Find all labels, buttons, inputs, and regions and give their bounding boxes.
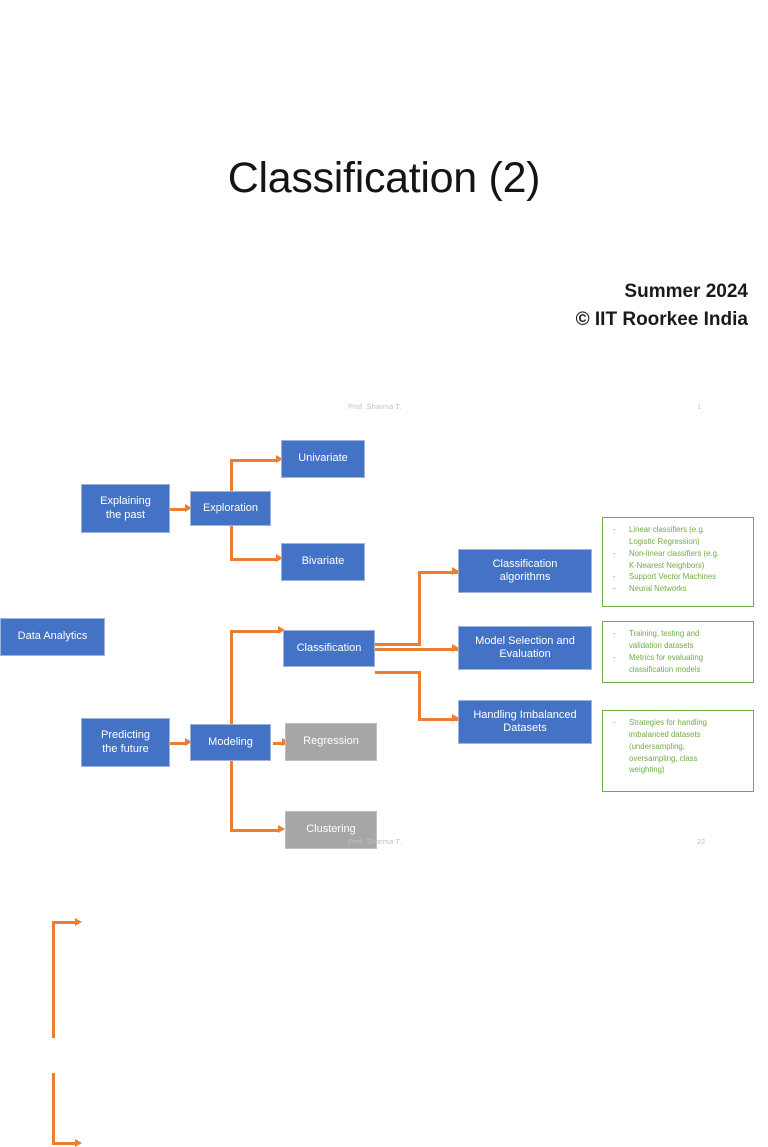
connector-classification-to-algorithms-horizontal [418, 571, 458, 574]
footer-page-number: 22 [697, 837, 706, 846]
connector-classification-to-imbalanced-horizontal [418, 718, 458, 721]
connector-analytics-to-predicting-vertical [52, 1073, 55, 1145]
connector-modeling-to-classification-vertical [230, 630, 233, 743]
arrowhead-bivariate [276, 554, 283, 562]
callout-model-selection: Training, testing and validation dataset… [602, 621, 754, 683]
node-clustering[interactable]: Clustering [285, 811, 377, 849]
callout-classification-algorithms: Linear classifiers (e.g. Logistic Regres… [602, 517, 754, 607]
arrowhead-explaining-past [75, 918, 82, 926]
arrowhead-univariate [276, 455, 283, 463]
arrowhead-model-selection [452, 644, 459, 652]
connector-classification-to-imbalanced-vertical [418, 671, 421, 721]
connector-classification-branch-bottom-stub [375, 671, 421, 674]
callout-item: Metrics for evaluating classification mo… [607, 652, 748, 676]
callout-model-selection-list: Training, testing and validation dataset… [607, 628, 748, 675]
callout-algorithms-list: Linear classifiers (e.g. Logistic Regres… [607, 524, 748, 595]
node-explaining-the-past[interactable]: Explaining the past [81, 484, 170, 533]
node-classification[interactable]: Classification [283, 630, 375, 667]
footer-author: Prof. Sharma T. [348, 837, 402, 846]
footer-author: Prof. Sharma T. [348, 402, 402, 411]
arrowhead-handling-imbalanced [452, 714, 459, 722]
node-bivariate[interactable]: Bivariate [281, 543, 365, 581]
title-slide-footer: Prof. Sharma T. 1 [0, 402, 768, 416]
arrowhead-classification [278, 626, 285, 634]
term-label: Summer 2024 [624, 281, 748, 302]
callout-imbalanced-list: Strategies for handling imbalanced datas… [607, 717, 748, 776]
analytics-flow-diagram: Data Analytics Explaining the past Explo… [0, 418, 768, 1147]
callout-item: Support Vector Machines [607, 571, 748, 583]
node-predicting-the-future[interactable]: Predicting the future [81, 718, 170, 767]
connector-classification-to-algorithms-vertical [418, 571, 421, 646]
connector-exploration-to-univariate-horizontal [230, 459, 278, 462]
arrowhead-exploration [185, 504, 192, 512]
connector-classification-to-model-selection [375, 648, 459, 651]
node-regression[interactable]: Regression [285, 723, 377, 761]
node-handling-imbalanced-datasets[interactable]: Handling Imbalanced Datasets [458, 700, 592, 744]
connector-analytics-to-predicting-horizontal [52, 1142, 76, 1145]
callout-item: Strategies for handling imbalanced datas… [607, 717, 748, 776]
connector-modeling-to-clustering-horizontal [230, 829, 280, 832]
title-slide: Classification (2) Summer 2024 © IIT Roo… [0, 0, 768, 418]
diagram-slide-footer: Prof. Sharma T. 22 [0, 837, 768, 851]
arrowhead-modeling [185, 738, 192, 746]
connector-modeling-to-classification-horizontal [230, 630, 280, 633]
node-data-analytics[interactable]: Data Analytics [0, 618, 105, 656]
connector-predicting-to-modeling [170, 742, 186, 745]
callout-item: Linear classifiers (e.g. Logistic Regres… [607, 524, 748, 548]
diagram-slide: Data Analytics Explaining the past Explo… [0, 418, 768, 1147]
callout-item: Neural Networks [607, 583, 748, 595]
footer-page-number: 1 [697, 402, 702, 411]
connector-analytics-to-explaining-horizontal [52, 921, 76, 924]
connector-exploration-to-bivariate-horizontal [230, 558, 278, 561]
connector-modeling-to-clustering-vertical [230, 742, 233, 832]
connector-analytics-to-explaining-vertical [52, 921, 55, 1038]
copyright-label: © IIT Roorkee India [575, 308, 748, 330]
arrowhead-classification-algorithms [452, 567, 459, 575]
node-modeling[interactable]: Modeling [190, 724, 271, 761]
slide-subtitle-block: Summer 2024 © IIT Roorkee India [228, 278, 748, 333]
page-title: Classification (2) [227, 154, 541, 202]
connector-modeling-to-regression [273, 742, 285, 745]
callout-item: Training, testing and validation dataset… [607, 628, 748, 652]
connector-exploration-to-univariate-vertical [230, 459, 233, 509]
connector-classification-branch-top-stub [375, 643, 421, 646]
callout-item: Non-linear classifiers (e.g. K-Nearest N… [607, 548, 748, 572]
node-classification-algorithms[interactable]: Classification algorithms [458, 549, 592, 593]
arrowhead-clustering [278, 825, 285, 833]
arrowhead-predicting-future [75, 1139, 82, 1147]
connector-explaining-to-exploration [170, 508, 186, 511]
node-univariate[interactable]: Univariate [281, 440, 365, 478]
callout-handling-imbalanced: Strategies for handling imbalanced datas… [602, 710, 754, 792]
connector-exploration-to-bivariate-vertical [230, 525, 233, 561]
node-model-selection-and-evaluation[interactable]: Model Selection and Evaluation [458, 626, 592, 670]
node-exploration[interactable]: Exploration [190, 491, 271, 526]
